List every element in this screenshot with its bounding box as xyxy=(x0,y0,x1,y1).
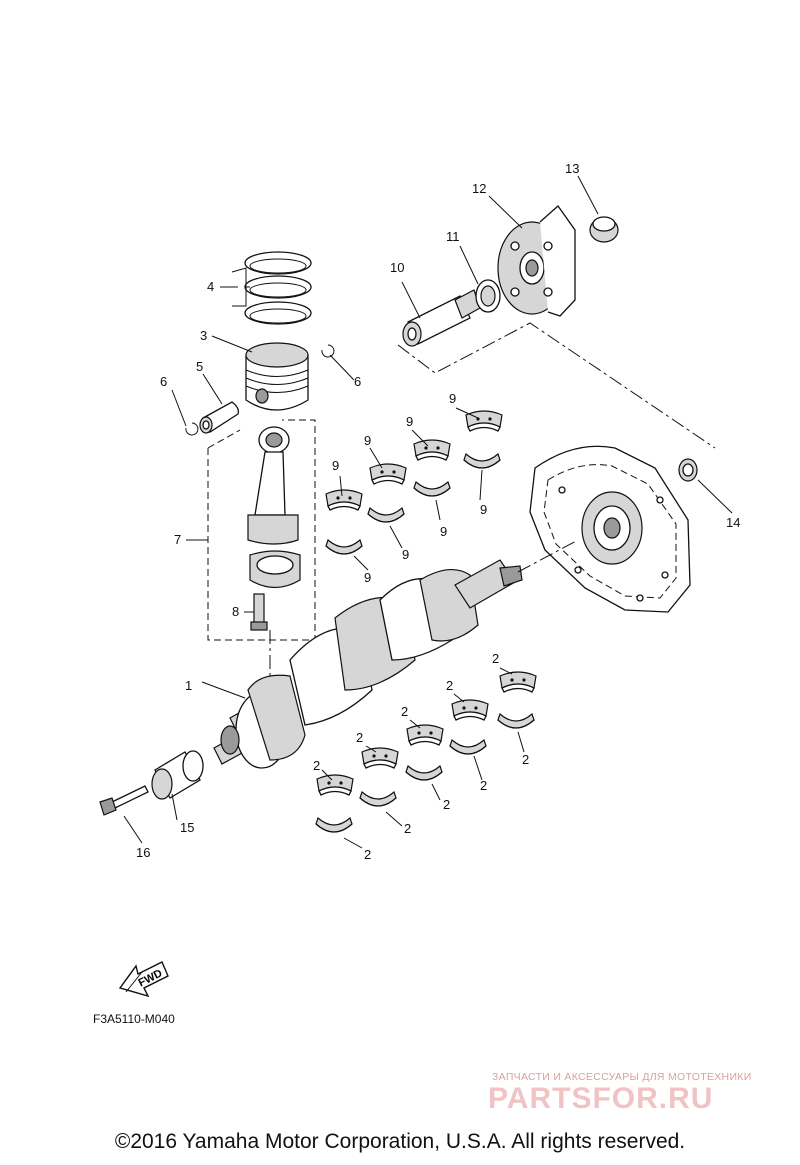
callout-11: 11 xyxy=(446,229,460,244)
callout-2: 2 xyxy=(404,821,411,836)
rod-bolt[interactable] xyxy=(250,593,268,631)
piston-rings[interactable] xyxy=(244,251,312,325)
drive-coupler[interactable] xyxy=(497,205,576,317)
connecting-rod[interactable] xyxy=(247,426,301,589)
callout-2: 2 xyxy=(313,758,320,773)
coupler-cap[interactable] xyxy=(589,216,619,243)
callout-2: 2 xyxy=(522,752,529,767)
callout-9: 9 xyxy=(332,458,339,473)
callout-1: 1 xyxy=(185,678,192,693)
copyright-notice: ©2016 Yamaha Motor Corporation, U.S.A. A… xyxy=(114,1130,686,1153)
callout-2: 2 xyxy=(401,704,408,719)
callout-9: 9 xyxy=(406,414,413,429)
callout-8: 8 xyxy=(232,604,239,619)
callout-6: 6 xyxy=(354,374,361,389)
callout-2: 2 xyxy=(446,678,453,693)
callout-4: 4 xyxy=(207,279,214,294)
callout-13: 13 xyxy=(565,161,579,176)
callout-16: 16 xyxy=(136,845,150,860)
circlip-left[interactable] xyxy=(185,422,199,436)
watermark-tagline: ЗАПЧАСТИ И АКСЕССУАРЫ ДЛЯ МОТОТЕХНИКИ xyxy=(492,1071,752,1083)
piston[interactable] xyxy=(245,342,309,411)
watermark-logo: PARTSFOR.RU xyxy=(488,1082,714,1115)
callout-3: 3 xyxy=(200,328,207,343)
callout-2: 2 xyxy=(492,651,499,666)
callout-2: 2 xyxy=(364,847,371,862)
crankcase-cover[interactable] xyxy=(529,445,691,613)
fwd-arrow-icon: FWD xyxy=(118,961,169,998)
callout-10: 10 xyxy=(390,260,404,275)
callout-6: 6 xyxy=(160,374,167,389)
diagram-code: F3A5110-M040 xyxy=(93,1012,175,1026)
piston-pin[interactable] xyxy=(199,401,240,434)
leader-lines xyxy=(123,175,733,849)
callout-7: 7 xyxy=(174,532,181,547)
callout-15: 15 xyxy=(180,820,194,835)
callout-9: 9 xyxy=(364,570,371,585)
callout-9: 9 xyxy=(480,502,487,517)
callout-9: 9 xyxy=(449,391,456,406)
front-coupler[interactable] xyxy=(151,750,204,800)
callout-9: 9 xyxy=(440,524,447,539)
callout-2: 2 xyxy=(356,730,363,745)
callout-12: 12 xyxy=(472,181,486,196)
callout-9: 9 xyxy=(364,433,371,448)
fwd-label: FWD xyxy=(136,967,164,989)
callout-2: 2 xyxy=(480,778,487,793)
coupler-bolt[interactable] xyxy=(99,785,149,816)
output-shaft[interactable] xyxy=(402,289,481,347)
crankshaft[interactable] xyxy=(213,559,523,769)
shaft-washer[interactable] xyxy=(475,279,501,313)
circlip-right[interactable] xyxy=(321,344,335,358)
callout-labels: 1 2 2 2 2 2 2 2 2 2 2 3 4 5 6 6 7 8 9 9 … xyxy=(136,161,740,862)
callout-14: 14 xyxy=(726,515,740,530)
oil-seal[interactable] xyxy=(678,458,698,482)
callout-2: 2 xyxy=(443,797,450,812)
callout-9: 9 xyxy=(402,547,409,562)
callout-5: 5 xyxy=(196,359,203,374)
